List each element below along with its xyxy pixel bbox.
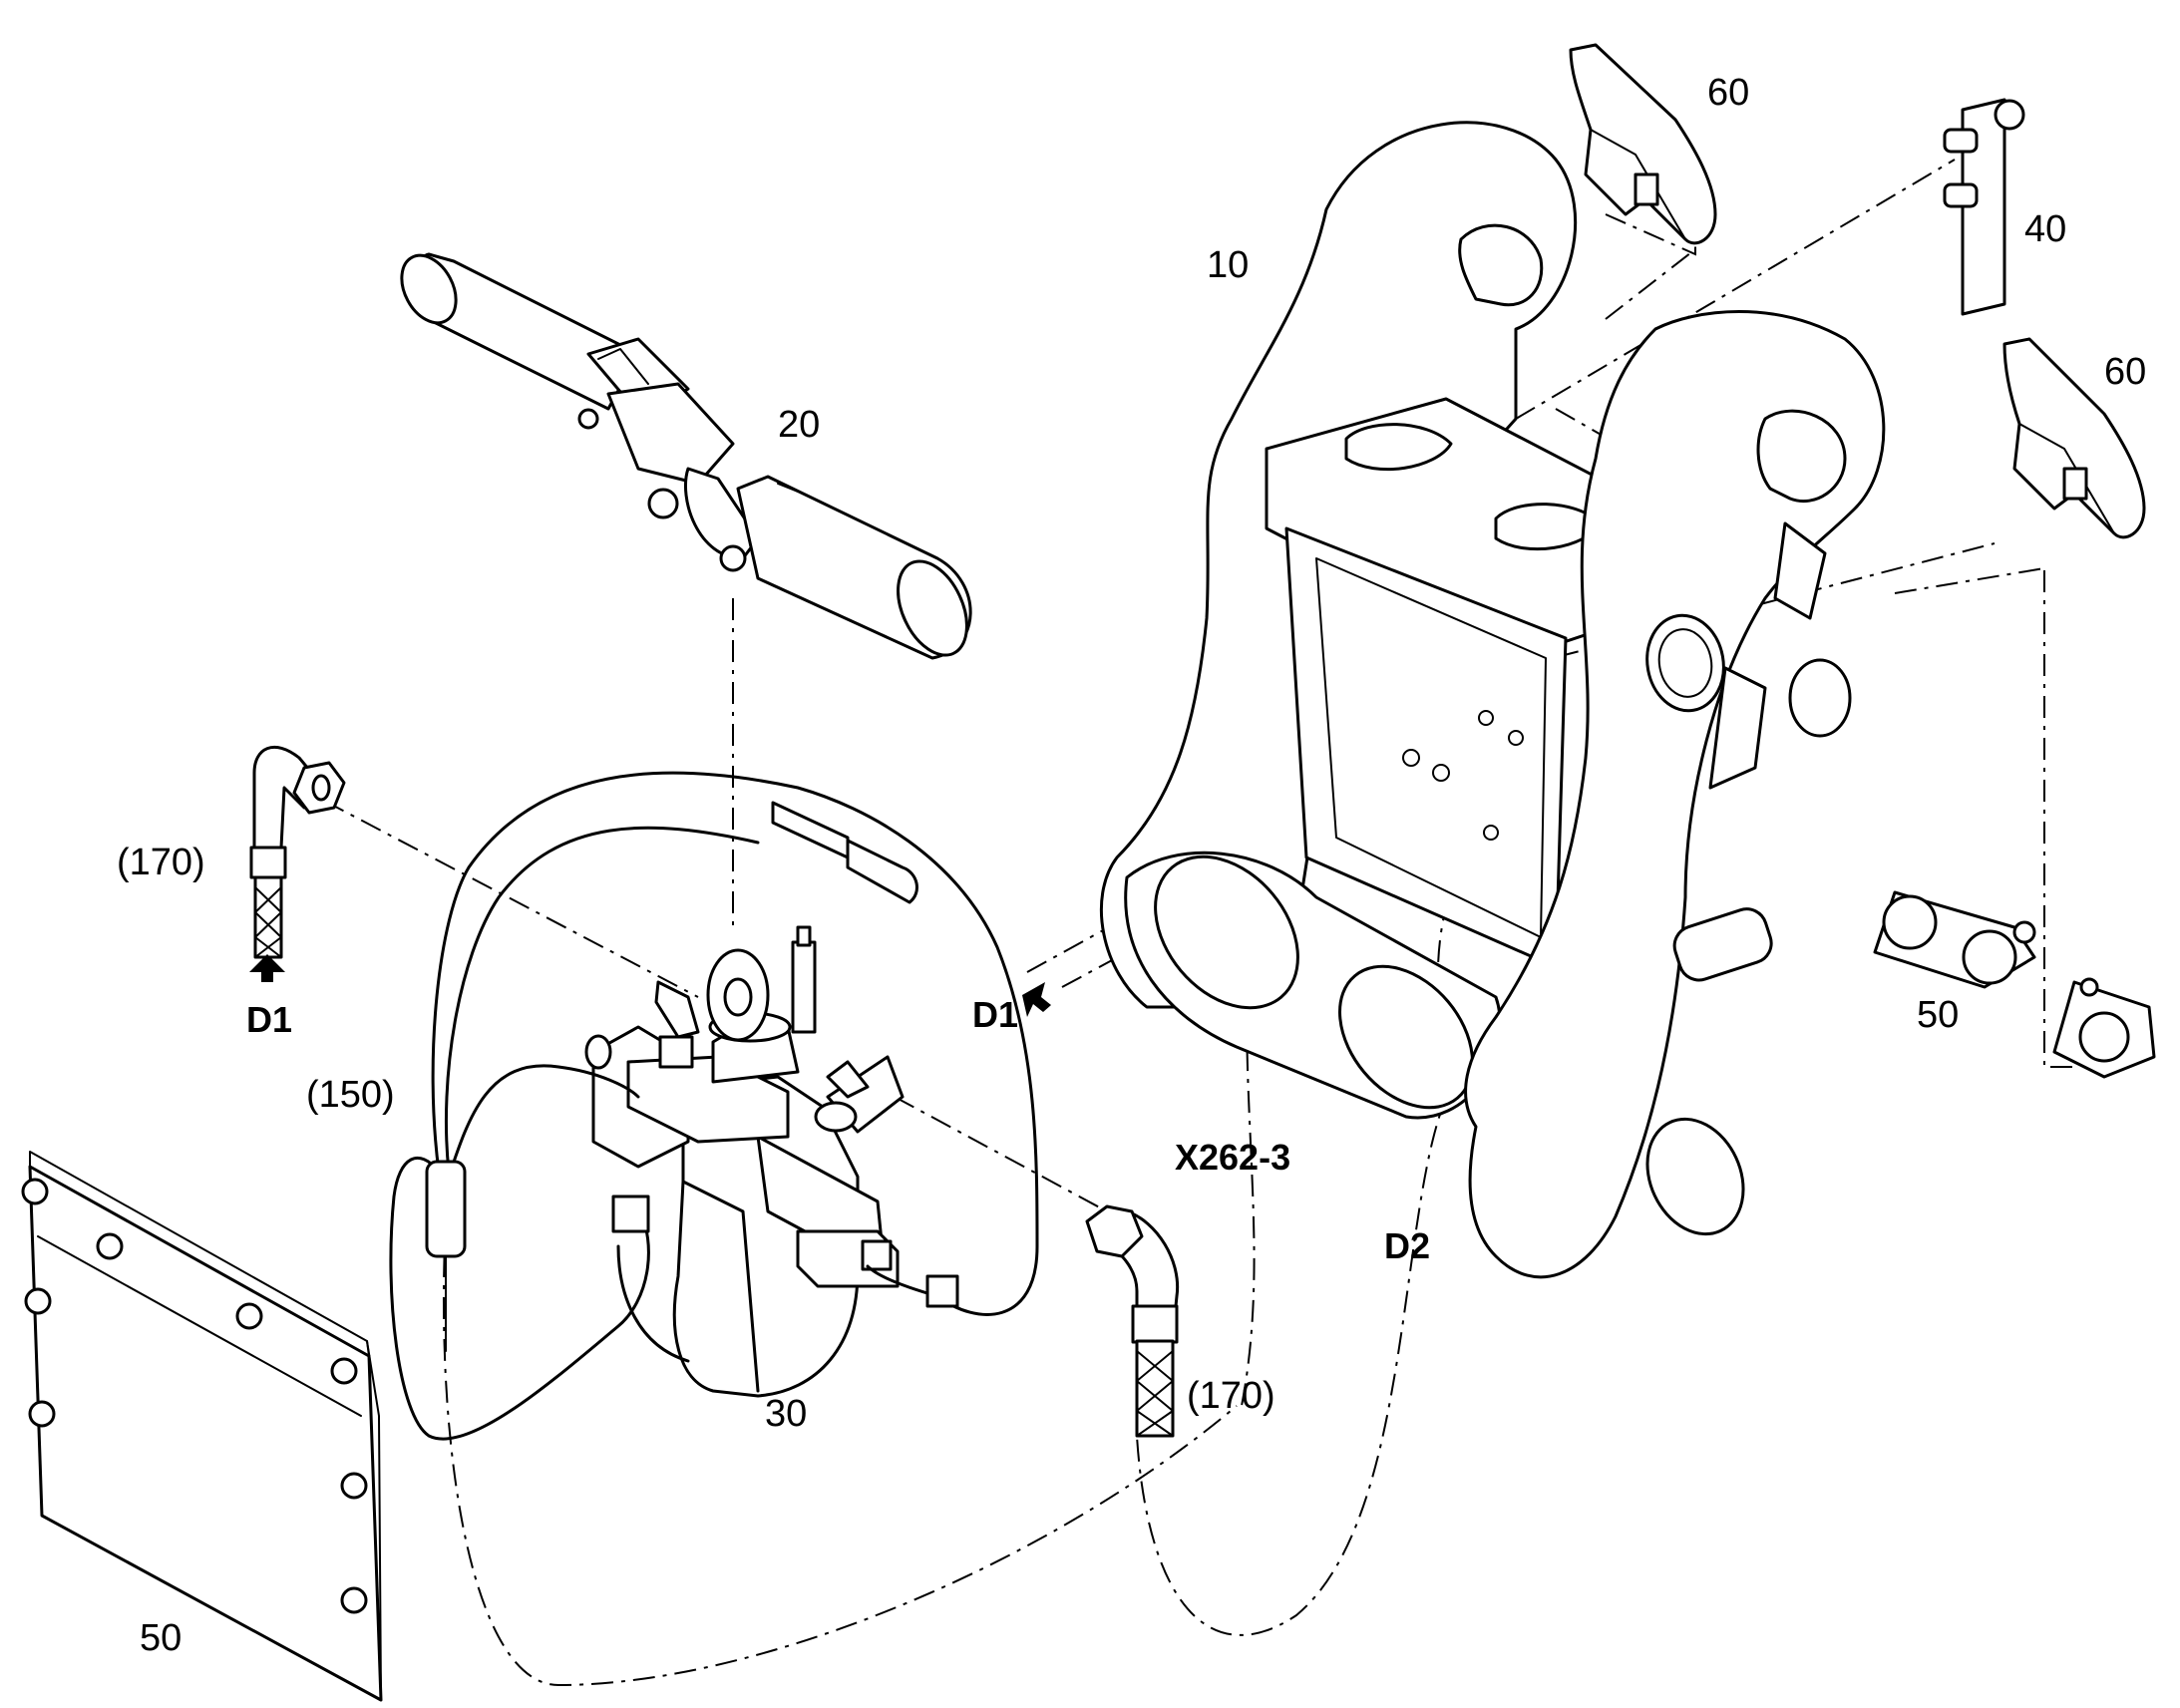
label-x262-3: X262-3 [1175, 1137, 1290, 1178]
label-part-60-top: 60 [1707, 72, 1749, 114]
latch-wedge-right [2002, 337, 2146, 539]
arrow-down-left-icon [1022, 982, 1051, 1017]
label-d2: D2 [1384, 1225, 1430, 1266]
label-part-40: 40 [2024, 208, 2066, 250]
hose-fitting-left [249, 745, 346, 959]
label-part-50-plate: 50 [140, 1617, 182, 1659]
arrow-up-icon [249, 954, 285, 982]
cable-harness [389, 771, 1039, 1441]
hose-fitting-right [1085, 1204, 1180, 1438]
label-part-60-right: 60 [2104, 351, 2146, 393]
label-part-170-left: (170) [117, 842, 205, 883]
connector-single [2052, 977, 2156, 1079]
quick-coupler-frame [1099, 121, 1886, 1279]
label-part-30: 30 [765, 1393, 807, 1435]
label-part-50-connectors: 50 [1917, 994, 1959, 1036]
valve-block [584, 925, 905, 1398]
bolt-plate [1943, 98, 2025, 316]
label-part-170-right: (170) [1187, 1375, 1275, 1417]
label-d1-center: D1 [972, 994, 1018, 1035]
latch-wedge-top [1569, 43, 1717, 245]
label-part-150: (150) [306, 1074, 395, 1116]
label-d1-left: D1 [246, 999, 292, 1040]
hydraulic-cylinder [400, 252, 972, 660]
part-labels: 10 20 30 40 50 50 60 60 (150) (170) (170… [117, 72, 2146, 1659]
label-part-10: 10 [1207, 244, 1249, 286]
connector-pair [1873, 890, 2036, 989]
label-part-20: 20 [778, 404, 820, 446]
cover-plate [21, 1151, 383, 1702]
